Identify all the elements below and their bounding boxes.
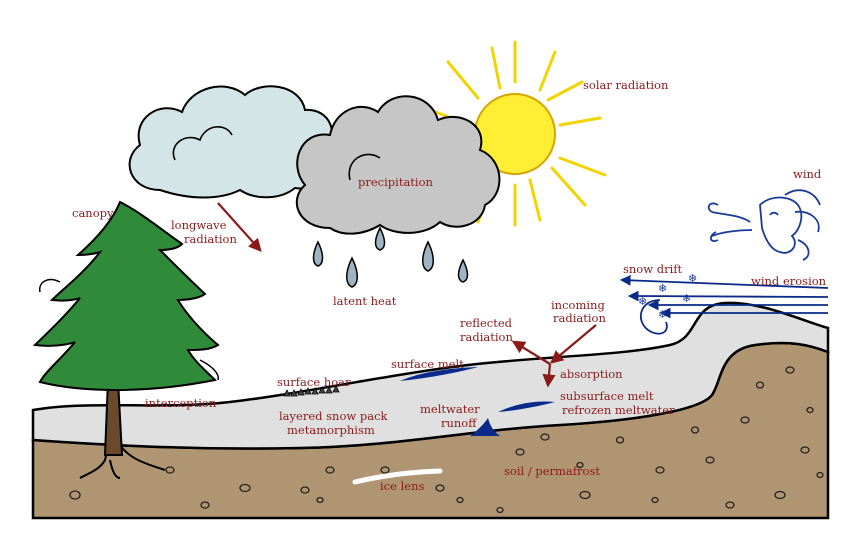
label-surface-hoar: surface hoar — [277, 375, 351, 389]
label-wind-erosion: wind erosion — [751, 274, 827, 288]
soil-stones — [69, 366, 824, 514]
cloud-icon — [295, 95, 501, 235]
wind-arrows — [619, 274, 829, 335]
label-refrozen-meltwater: refrozen meltwater — [562, 403, 675, 417]
label-interception: interception — [145, 396, 217, 410]
subsurface-melt-water — [498, 401, 555, 412]
label-latent-heat: latent heat — [333, 294, 397, 308]
radiation-arrows — [217, 202, 597, 388]
cloud-detail — [348, 153, 381, 181]
label-precipitation: precipitation — [358, 175, 434, 189]
label-snow-drift: snow drift — [623, 262, 683, 276]
label-absorption: absorption — [560, 367, 623, 381]
svg-text:❄: ❄ — [658, 282, 667, 295]
meltwater-runoff-water — [470, 418, 500, 436]
svg-text:❄: ❄ — [688, 272, 697, 285]
svg-text:❄: ❄ — [658, 308, 667, 321]
surface-melt-water — [400, 367, 478, 381]
wind-face-icon — [707, 189, 821, 261]
label-longwave-radiation: radiation — [184, 232, 237, 246]
surface-hoar-crystals — [283, 385, 340, 397]
label-incoming: incoming — [551, 298, 605, 312]
label-wind: wind — [793, 167, 822, 181]
label-soil-permafrost: soil / permafrost — [504, 464, 600, 478]
label-reflected-radiation: radiation — [460, 330, 513, 344]
cloud-icon — [128, 85, 334, 199]
snowflake-icon: ❄ ❄ ❄ ❄ ❄ — [638, 272, 697, 321]
label-surface-melt: surface melt — [391, 357, 464, 371]
svg-text:❄: ❄ — [638, 295, 647, 308]
label-ice-lens: ice lens — [380, 479, 424, 493]
label-solar-radiation: solar radiation — [583, 78, 669, 92]
diagram-labels: solar radiation wind canopy longwave rad… — [72, 78, 827, 493]
tree-icon — [32, 200, 220, 479]
label-runoff: runoff — [441, 416, 477, 430]
raindrop-icon — [312, 226, 469, 288]
ice-lens — [352, 468, 443, 485]
label-longwave: longwave — [171, 218, 227, 232]
cloud-detail — [172, 126, 233, 161]
svg-text:❄: ❄ — [682, 292, 691, 305]
label-subsurface-melt: subsurface melt — [560, 389, 654, 403]
label-canopy: canopy — [72, 206, 114, 220]
label-metamorphism: metamorphism — [287, 423, 375, 437]
label-layered-snow-pack: layered snow pack — [279, 409, 389, 423]
label-reflected: reflected — [460, 316, 513, 330]
label-meltwater: meltwater — [420, 402, 480, 416]
label-incoming-radiation: radiation — [553, 311, 606, 325]
